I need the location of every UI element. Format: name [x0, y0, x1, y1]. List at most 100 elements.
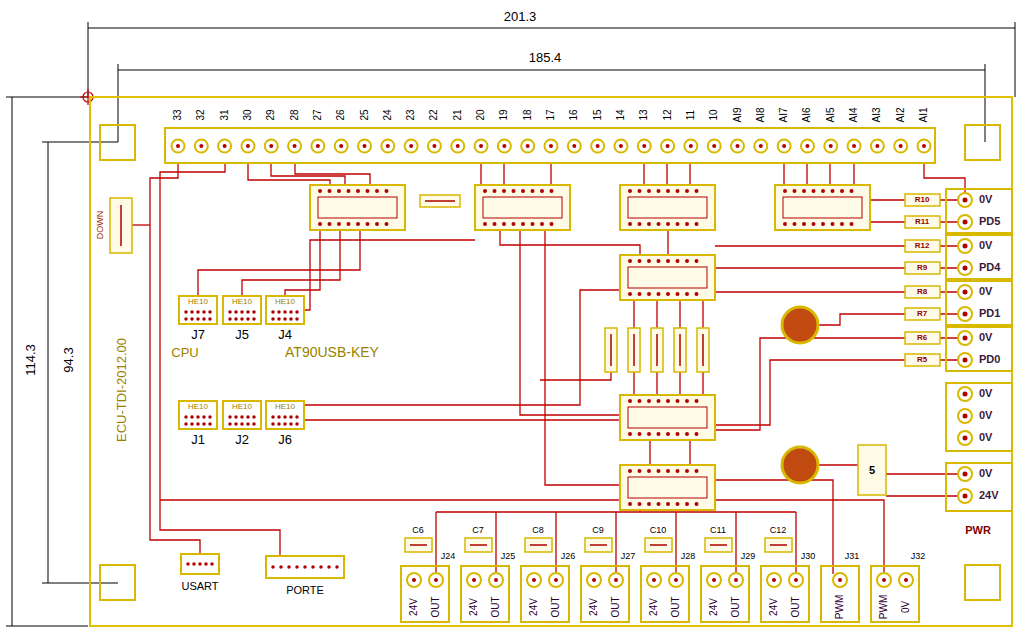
terminal-pads — [958, 489, 972, 503]
pin-number: 13 — [639, 109, 649, 120]
pin-number: 12 — [663, 109, 673, 120]
ref-label: J6 — [278, 433, 292, 446]
pcb-trace — [540, 372, 611, 380]
part-label: C7 — [472, 526, 484, 535]
mounting-hole — [100, 125, 1000, 600]
terminal-pads — [840, 578, 907, 582]
pin-label: HE10 — [275, 403, 295, 411]
pcb-trace — [650, 440, 690, 465]
dimension-line — [42, 142, 118, 583]
terminal-block: PWM — [820, 565, 860, 623]
header-pins — [188, 562, 213, 566]
ic-chip — [785, 191, 861, 224]
resistor-symbol — [858, 445, 886, 495]
pin-label: PWM — [835, 595, 845, 619]
pin-header: USART — [180, 553, 220, 575]
pin-label: HE10 — [188, 298, 208, 306]
terminal-pads — [958, 387, 972, 401]
ref-label: J4 — [278, 328, 292, 341]
ref-label: PORTE — [286, 585, 324, 596]
pin-label: 0V — [979, 388, 992, 399]
pin-number: 22 — [429, 109, 439, 120]
connector-strip — [178, 139, 925, 154]
pin-number: 24 — [383, 109, 393, 120]
pin-number: 18 — [523, 109, 533, 120]
pin-header: PORTE — [265, 555, 345, 579]
mounting-hole — [965, 565, 1000, 600]
ic-chip — [485, 191, 561, 224]
pcb-trace — [644, 163, 690, 185]
terminal-pads — [958, 307, 972, 321]
resistor-symbol — [905, 262, 940, 274]
pcb-trace — [305, 419, 620, 420]
he10-header: HE10J2 — [222, 400, 262, 430]
ic-chip — [775, 185, 870, 230]
pin-number: 21 — [453, 109, 463, 120]
resistor-symbol — [110, 194, 940, 495]
pin-label: OUT — [431, 596, 441, 617]
part-label: C6 — [412, 526, 424, 535]
pin-number: 16 — [569, 109, 579, 120]
pcb-trace — [715, 338, 905, 430]
capacitor-core — [410, 201, 787, 545]
ic-chip — [630, 471, 706, 504]
dimension-value: 201.3 — [504, 10, 537, 23]
terminal-pads — [963, 266, 968, 271]
terminal-pads — [963, 436, 968, 441]
pcb-trace — [886, 474, 958, 496]
mounting-hole — [100, 565, 135, 600]
pcb-trace — [160, 499, 620, 500]
pin-label: OUT — [491, 596, 501, 617]
header-pins — [186, 312, 298, 319]
terminal-block: 24VOUT — [520, 565, 570, 623]
dimension-value: 94.3 — [62, 347, 75, 372]
pin-number: 17 — [546, 109, 556, 120]
electrolytic-capacitor — [782, 307, 818, 343]
pin-label: 0V — [979, 410, 992, 421]
terminal-block: 24VOUT — [460, 565, 510, 623]
terminal-pads — [958, 431, 972, 445]
ic-chip — [630, 191, 706, 224]
pin-label: 0V — [979, 194, 992, 205]
pin-label: 24V — [709, 598, 719, 616]
part-label: C9 — [592, 526, 604, 535]
part-label: CPU — [171, 346, 198, 359]
pcb-trace — [818, 314, 905, 325]
pin-label: PWM — [879, 595, 889, 619]
pin-number: AI1 — [919, 107, 929, 122]
pin-label: OUT — [671, 596, 681, 617]
part-label: J26 — [561, 552, 576, 561]
pcb-trace — [436, 510, 796, 512]
ic-chip — [628, 477, 707, 498]
part-label: R5 — [917, 356, 927, 364]
ic-chip — [310, 185, 405, 230]
he10-header: HE10J7 — [178, 295, 218, 325]
terminal-pads — [963, 392, 968, 397]
pin-number: 15 — [593, 109, 603, 120]
ic-chip — [318, 197, 397, 218]
pin-number: 10 — [709, 109, 719, 120]
terminal-pads — [840, 572, 907, 588]
part-label: J28 — [681, 552, 696, 561]
part-label: J27 — [621, 552, 636, 561]
pin-label: 24V — [409, 598, 419, 616]
pin-number: 30 — [243, 109, 253, 120]
terminal-pads — [963, 472, 968, 477]
ref-label: J1 — [191, 433, 205, 446]
terminal-pads — [963, 494, 968, 499]
terminal-pads — [958, 239, 972, 253]
terminal-block: 0VPD0 — [945, 326, 1013, 372]
terminal-block: 24VOUT — [760, 565, 810, 623]
pin-number: 29 — [266, 109, 276, 120]
ic-chip — [628, 407, 707, 428]
terminal-pads — [963, 198, 968, 203]
part-label: C10 — [650, 526, 667, 535]
terminal-block: 24VOUT — [700, 565, 750, 623]
terminal-block: 0VPD1 — [945, 280, 1013, 326]
ref-label: USART — [181, 581, 218, 592]
pcb-trace — [634, 372, 703, 395]
connector-strip — [178, 141, 925, 152]
resistor-symbol — [905, 286, 940, 298]
terminal-pads — [958, 193, 972, 503]
